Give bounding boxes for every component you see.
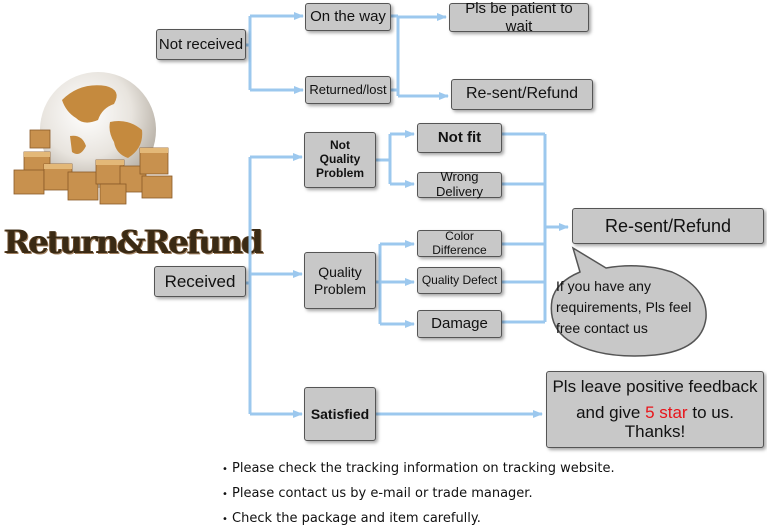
node-on-the-way: On the way bbox=[305, 3, 391, 31]
five-star-highlight: 5 star bbox=[645, 402, 688, 422]
node-returned-lost: Returned/lost bbox=[305, 76, 391, 104]
note-item: • Check the package and item carefully. bbox=[222, 506, 615, 531]
bullet-icon: • bbox=[222, 514, 228, 525]
node-quality-defect: Quality Defect bbox=[417, 267, 502, 294]
node-pls-be-patient: Pls be patient to wait bbox=[449, 0, 589, 35]
node-satisfied: Satisfied bbox=[304, 387, 376, 441]
node-not-quality-problem: Not Quality Problem bbox=[304, 132, 376, 188]
note-item: • Please contact us by e-mail or trade ma… bbox=[222, 481, 615, 506]
node-wrong-delivery: Wrong Delivery bbox=[417, 169, 502, 199]
bullet-icon: • bbox=[222, 464, 228, 475]
feedback-pre: and give bbox=[576, 402, 641, 422]
node-positive-feedback: Pls leave positive feedback and give 5 s… bbox=[546, 371, 764, 448]
return-refund-logo: Return&Refund bbox=[4, 223, 264, 261]
node-resent-refund: Re-sent/Refund bbox=[572, 208, 764, 244]
node-damage: Damage bbox=[417, 310, 502, 338]
feedback-line-2: and give 5 star to us. Thanks! bbox=[547, 403, 763, 442]
note-item: • Please check the tracking information o… bbox=[222, 456, 615, 481]
note-text: Check the package and item carefully. bbox=[232, 511, 481, 526]
node-resent-refund-top: Re-sent/Refund bbox=[451, 79, 593, 110]
note-text: Please check the tracking information on… bbox=[232, 461, 615, 476]
feedback-post: to us. Thanks! bbox=[624, 402, 734, 442]
node-not-fit: Not fit bbox=[417, 123, 502, 153]
node-color-difference: Color Difference bbox=[417, 229, 502, 257]
feedback-line-1: Pls leave positive feedback bbox=[552, 377, 758, 397]
node-not-received: Not received bbox=[156, 29, 246, 60]
note-text: Please contact us by e-mail or trade man… bbox=[232, 486, 533, 501]
globe-boxes-illustration bbox=[10, 60, 180, 210]
bullet-icon: • bbox=[222, 489, 228, 500]
node-received: Received bbox=[154, 266, 246, 297]
notes-list: • Please check the tracking information o… bbox=[222, 456, 615, 531]
contact-bubble-text: If you have any requirements, Pls feel f… bbox=[556, 278, 692, 336]
node-quality-problem: Quality Problem bbox=[304, 252, 376, 309]
